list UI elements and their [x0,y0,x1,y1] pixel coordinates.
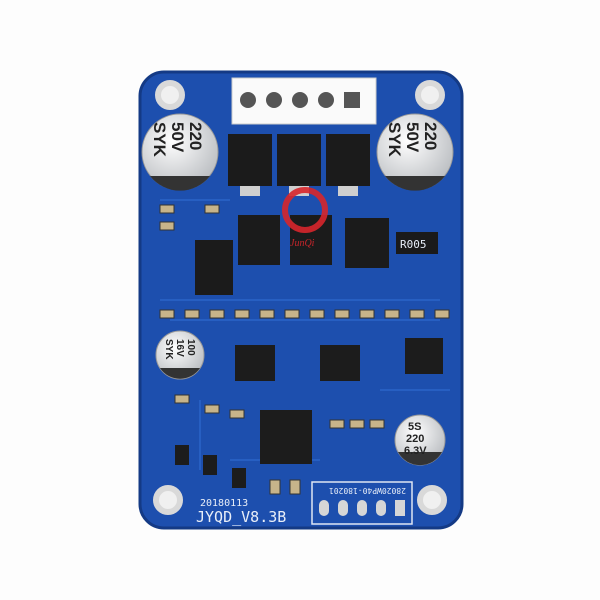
watermark-logo: JunQi [282,187,328,249]
mounting-holes [153,80,447,515]
resistor-label: R005 [400,238,427,251]
ic-chips [175,338,443,488]
capacitor-small-left: 100 16V SYK [155,330,205,380]
svg-text:SYK: SYK [163,339,174,360]
svg-text:16V: 16V [174,339,185,357]
date-code: 20180113 [200,498,248,509]
model-label: JYQD_V8.3B [196,508,286,526]
svg-text:220: 220 [421,122,440,150]
capacitor-left-top: 220 50V SYK [141,113,219,191]
terminal-block [231,77,377,125]
capacitor-right-top: 220 50V SYK [376,113,454,191]
svg-text:50V: 50V [403,122,422,153]
traces [160,199,450,470]
svg-text:220: 220 [406,433,424,445]
connector-label: 28020WP40-180201 [329,486,406,495]
capacitor-bottom-right: 5S 220 6.3V [394,414,446,466]
svg-text:50V: 50V [168,122,187,153]
svg-text:6.3V: 6.3V [404,445,427,457]
svg-text:SYK: SYK [150,122,169,158]
svg-text:SYK: SYK [385,122,404,158]
svg-text:100: 100 [185,339,196,356]
bottom-connector: 28020WP40-180201 [311,481,413,525]
svg-text:5S: 5S [408,421,421,433]
smd-components [159,204,450,495]
svg-text:220: 220 [186,122,205,150]
svg-text:JunQi: JunQi [290,238,315,249]
mosfets [195,134,389,295]
